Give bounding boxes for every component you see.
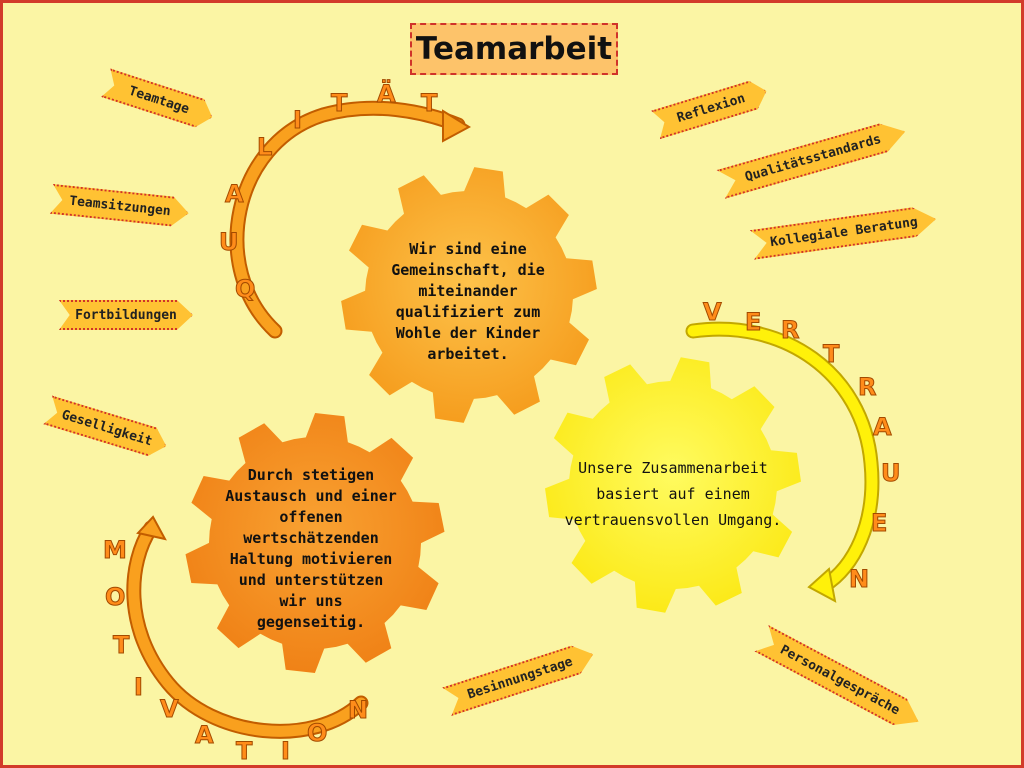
arc-letter: R [780, 316, 800, 345]
page-title: Teamarbeit [415, 31, 613, 67]
gear-left-text: Durch stetigen Austausch und einer offen… [225, 466, 397, 631]
arc-letter: E [870, 509, 888, 538]
title-box: Teamarbeit [410, 23, 618, 75]
arc-letter: U [881, 459, 901, 488]
gear-right [545, 357, 801, 613]
arc-letter: V [160, 695, 180, 724]
arc-letter: N [347, 696, 369, 725]
arc-letter: I [293, 106, 303, 135]
arc-letter: A [195, 721, 215, 750]
gear-top [341, 167, 597, 423]
arc-letter: Ä [377, 80, 397, 109]
arc-letter: E [744, 308, 762, 337]
arc-letter: L [256, 133, 273, 162]
arc-letter: I [134, 673, 144, 702]
arc-letter: T [420, 89, 438, 118]
arc-letter: N [848, 565, 870, 594]
gear-left [185, 413, 445, 673]
diagram-graphics [126, 100, 880, 739]
arc-letter: Q [234, 275, 256, 304]
arc-letter: V [703, 298, 723, 327]
arc-letter: T [112, 631, 130, 660]
arc-qualitaet-arrowhead [442, 109, 472, 143]
arc-letter: A [873, 413, 893, 442]
tag-fortbildungen: Fortbildungen [59, 300, 193, 330]
gear-right-text: Unsere Zusammenarbeit basiert auf einem … [564, 459, 782, 529]
arc-letter: O [306, 719, 328, 748]
arc-letter: M [103, 536, 128, 565]
arc-motivation-arrowhead [136, 515, 167, 541]
arc-letter: T [330, 89, 348, 118]
arc-letter: R [857, 373, 877, 402]
arc-letter: T [822, 340, 840, 369]
gear-top-text: Wir sind eine Gemeinschaft, die miteinan… [391, 240, 545, 363]
arc-letter: I [281, 737, 291, 766]
arc-letter: A [225, 180, 245, 209]
arc-vertrauen-arrowhead [807, 567, 837, 603]
arc-letter: U [219, 228, 239, 257]
arc-letter: O [104, 583, 126, 612]
arc-letter: T [235, 737, 253, 766]
